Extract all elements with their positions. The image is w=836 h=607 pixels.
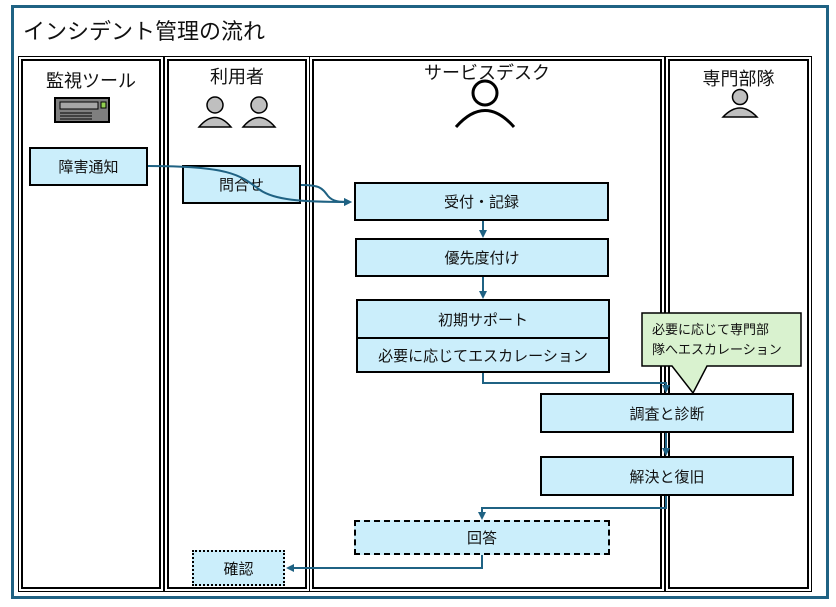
step-label: 問合せ — [218, 176, 264, 194]
step-label: 解決と復旧 — [629, 467, 705, 486]
lane-title: 利用者 — [210, 67, 264, 88]
user-icon — [197, 96, 233, 128]
step-label: 初期サポート — [437, 310, 528, 329]
step-escalate-if-needed[interactable]: 必要に応じてエスカレーション — [356, 337, 610, 373]
lane-title: サービスデスク — [424, 63, 550, 84]
step-prioritize[interactable]: 優先度付け — [355, 238, 609, 277]
step-label: 優先度付け — [444, 249, 520, 267]
person-icon — [721, 88, 759, 118]
step-label: 必要に応じてエスカレーション — [378, 346, 588, 365]
step-label: 回答 — [466, 529, 497, 547]
person-outline-icon — [454, 79, 516, 128]
lane-monitoring-tool: 監視ツール — [18, 56, 164, 592]
step-inquiry[interactable]: 問合せ — [182, 165, 301, 204]
step-failure-notice[interactable]: 障害通知 — [29, 147, 148, 186]
diagram-title: インシデント管理の流れ — [23, 20, 266, 45]
step-reception-record[interactable]: 受付・記録 — [354, 182, 609, 221]
lane-title: 監視ツール — [46, 71, 136, 92]
step-answer[interactable]: 回答 — [354, 520, 610, 555]
user-icon — [241, 96, 277, 128]
step-initial-support[interactable]: 初期サポート — [356, 299, 610, 339]
lane-user: 利用者 — [164, 56, 310, 592]
callout-escalation-note: 必要に応じて専門部 隊へエスカレーション — [644, 318, 800, 364]
callout-line: 必要に応じて専門部 — [652, 323, 770, 338]
step-label: 受付・記録 — [443, 193, 519, 211]
step-investigate-diagnose[interactable]: 調査と診断 — [540, 393, 794, 433]
step-label: 確認 — [223, 559, 254, 578]
lane-title: 専門部隊 — [702, 69, 775, 90]
step-confirm[interactable]: 確認 — [192, 550, 285, 586]
step-label: 障害通知 — [58, 158, 119, 176]
server-icon — [54, 97, 110, 123]
step-label: 調査と診断 — [629, 404, 705, 423]
callout-line: 隊へエスカレーション — [652, 343, 782, 358]
step-resolve-restore[interactable]: 解決と復旧 — [540, 456, 794, 496]
